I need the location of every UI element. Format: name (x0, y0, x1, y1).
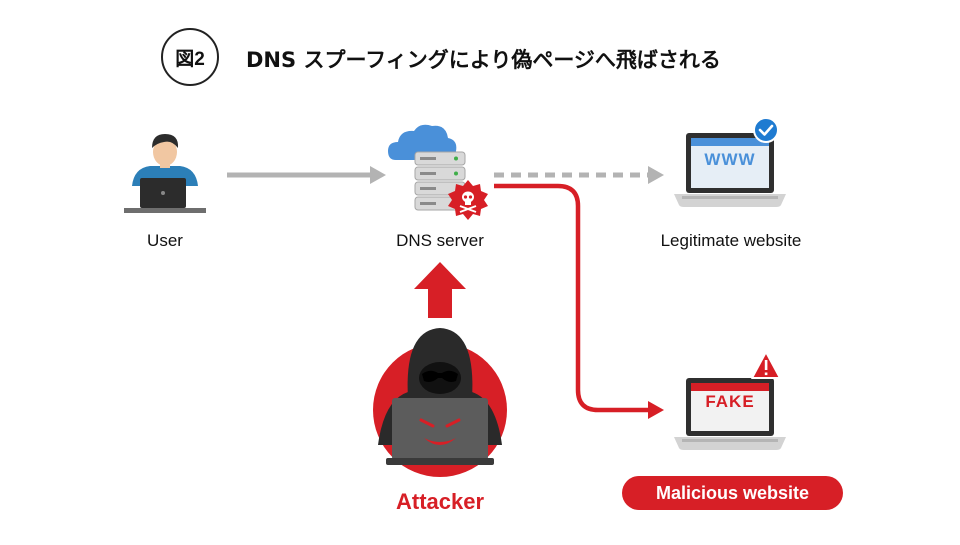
www-screen-text: WWW (704, 150, 756, 169)
fake-screen-text: FAKE (705, 392, 755, 411)
warning-icon (751, 351, 781, 379)
figure-number-badge: 図2 (161, 28, 219, 86)
skull-badge-icon (448, 180, 488, 220)
user-icon (124, 134, 206, 213)
figure-title: DNS スプーフィングにより偽ページへ飛ばされる (246, 48, 721, 72)
legitimate-website-label: Legitimate website (660, 231, 802, 250)
arrow-attacker-to-dns (414, 262, 466, 318)
arrow-dns-to-malicious (494, 183, 664, 419)
attacker-hacker-icon (373, 328, 507, 477)
dns-server-label: DNS server (396, 231, 484, 250)
malicious-website-label-pill: Malicious website (622, 476, 843, 510)
attacker-label: Attacker (395, 489, 485, 514)
malicious-website-laptop-icon (674, 351, 786, 450)
arrow-user-to-dns (227, 166, 386, 184)
malicious-website-label: Malicious website (655, 482, 810, 503)
arrow-dns-to-legitimate-dashed (494, 166, 664, 184)
legitimate-website-laptop-icon (674, 117, 786, 207)
dns-server-icon (388, 124, 488, 220)
user-label: User (147, 231, 183, 250)
verified-check-icon (753, 117, 779, 143)
